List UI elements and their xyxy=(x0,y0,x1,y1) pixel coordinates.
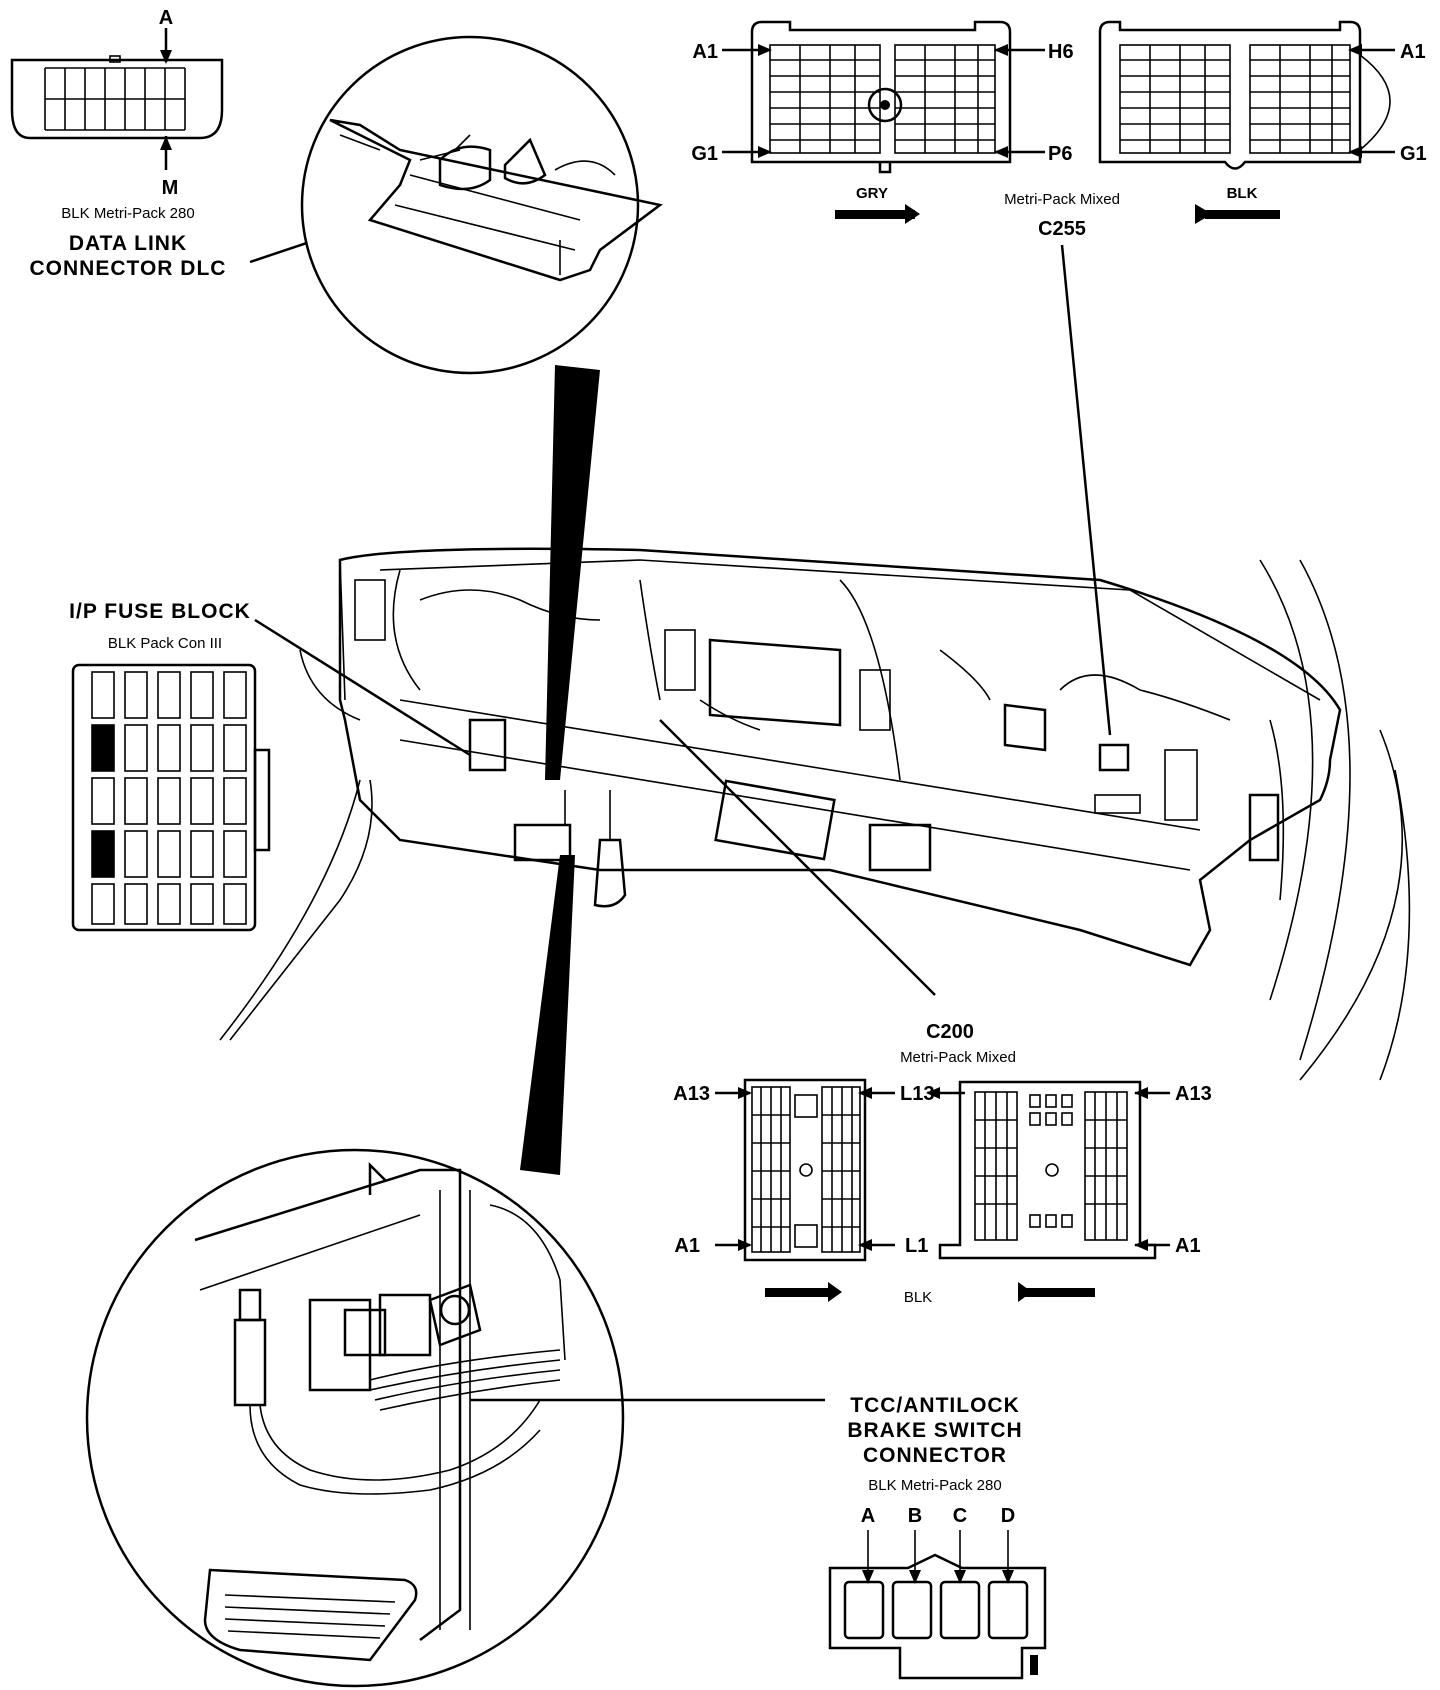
c255-leader xyxy=(1060,244,1112,736)
c255-type-label: Metri-Pack Mixed xyxy=(1004,191,1120,208)
c255-connector-right: A1 G1 BLK xyxy=(1098,20,1427,224)
c255-left-h6: H6 xyxy=(1048,41,1074,63)
dlc-pin-bottom-label: M xyxy=(162,177,179,199)
dlc-detail-circle xyxy=(300,35,663,375)
tcc-title-2: BRAKE SWITCH xyxy=(847,1419,1022,1442)
brake-switch-detail-circle xyxy=(85,1148,825,1688)
c200-name-label: C200 xyxy=(926,1021,974,1043)
c200-left-a13: A13 xyxy=(673,1083,710,1105)
c200-right-a1: A1 xyxy=(1175,1235,1201,1257)
c255-connector-left: A1 G1 H6 P6 GRY xyxy=(691,20,1074,224)
c200-connector: C200 Metri-Pack Mixed A13 A1 L13 L1 xyxy=(673,1021,1211,1306)
tcc-title-3: CONNECTOR xyxy=(863,1444,1007,1467)
c200-right-a13: A13 xyxy=(1175,1083,1212,1105)
brake-leader-wedge xyxy=(520,855,575,1175)
c255-left-a1: A1 xyxy=(692,41,718,63)
c200-left-l13: L13 xyxy=(900,1083,934,1105)
dlc-title: DATA LINK xyxy=(69,232,187,255)
c255-right-g1: G1 xyxy=(1400,143,1427,165)
c255-right-a1: A1 xyxy=(1400,41,1426,63)
dlc-pin-top-label: A xyxy=(159,7,173,29)
c200-left-a1: A1 xyxy=(674,1235,700,1257)
c200-leader xyxy=(659,719,936,996)
tcc-type: BLK Metri-Pack 280 xyxy=(868,1477,1001,1494)
c200-type-label: Metri-Pack Mixed xyxy=(900,1049,1016,1066)
c255-left-color: GRY xyxy=(856,185,888,202)
c255-name-label: C255 xyxy=(1038,218,1086,240)
dlc-type-label: BLK Metri-Pack 280 xyxy=(61,205,194,222)
fuse-block-title: I/P FUSE BLOCK xyxy=(69,600,251,623)
fuse-block: I/P FUSE BLOCK BLK Pack Con III xyxy=(69,600,471,932)
tcc-pin-d: D xyxy=(1001,1505,1015,1527)
instrument-panel-illustration xyxy=(219,547,1411,1081)
tcc-connector: TCC/ANTILOCK BRAKE SWITCH CONNECTOR BLK … xyxy=(828,1394,1047,1680)
c255-left-g1: G1 xyxy=(691,143,718,165)
dlc-title-2: CONNECTOR DLC xyxy=(30,257,227,280)
tcc-title-1: TCC/ANTILOCK xyxy=(850,1394,1019,1417)
c200-color-label: BLK xyxy=(904,1289,932,1306)
tcc-pin-a: A xyxy=(861,1505,875,1527)
dlc-leader-wedge xyxy=(545,365,600,780)
tcc-pin-b: B xyxy=(908,1505,922,1527)
tcc-pin-c: C xyxy=(953,1505,967,1527)
fuse-block-type: BLK Pack Con III xyxy=(108,635,222,652)
c255-left-p6: P6 xyxy=(1048,143,1072,165)
c200-left-l1: L1 xyxy=(905,1235,928,1257)
c255-right-color: BLK xyxy=(1227,185,1258,202)
